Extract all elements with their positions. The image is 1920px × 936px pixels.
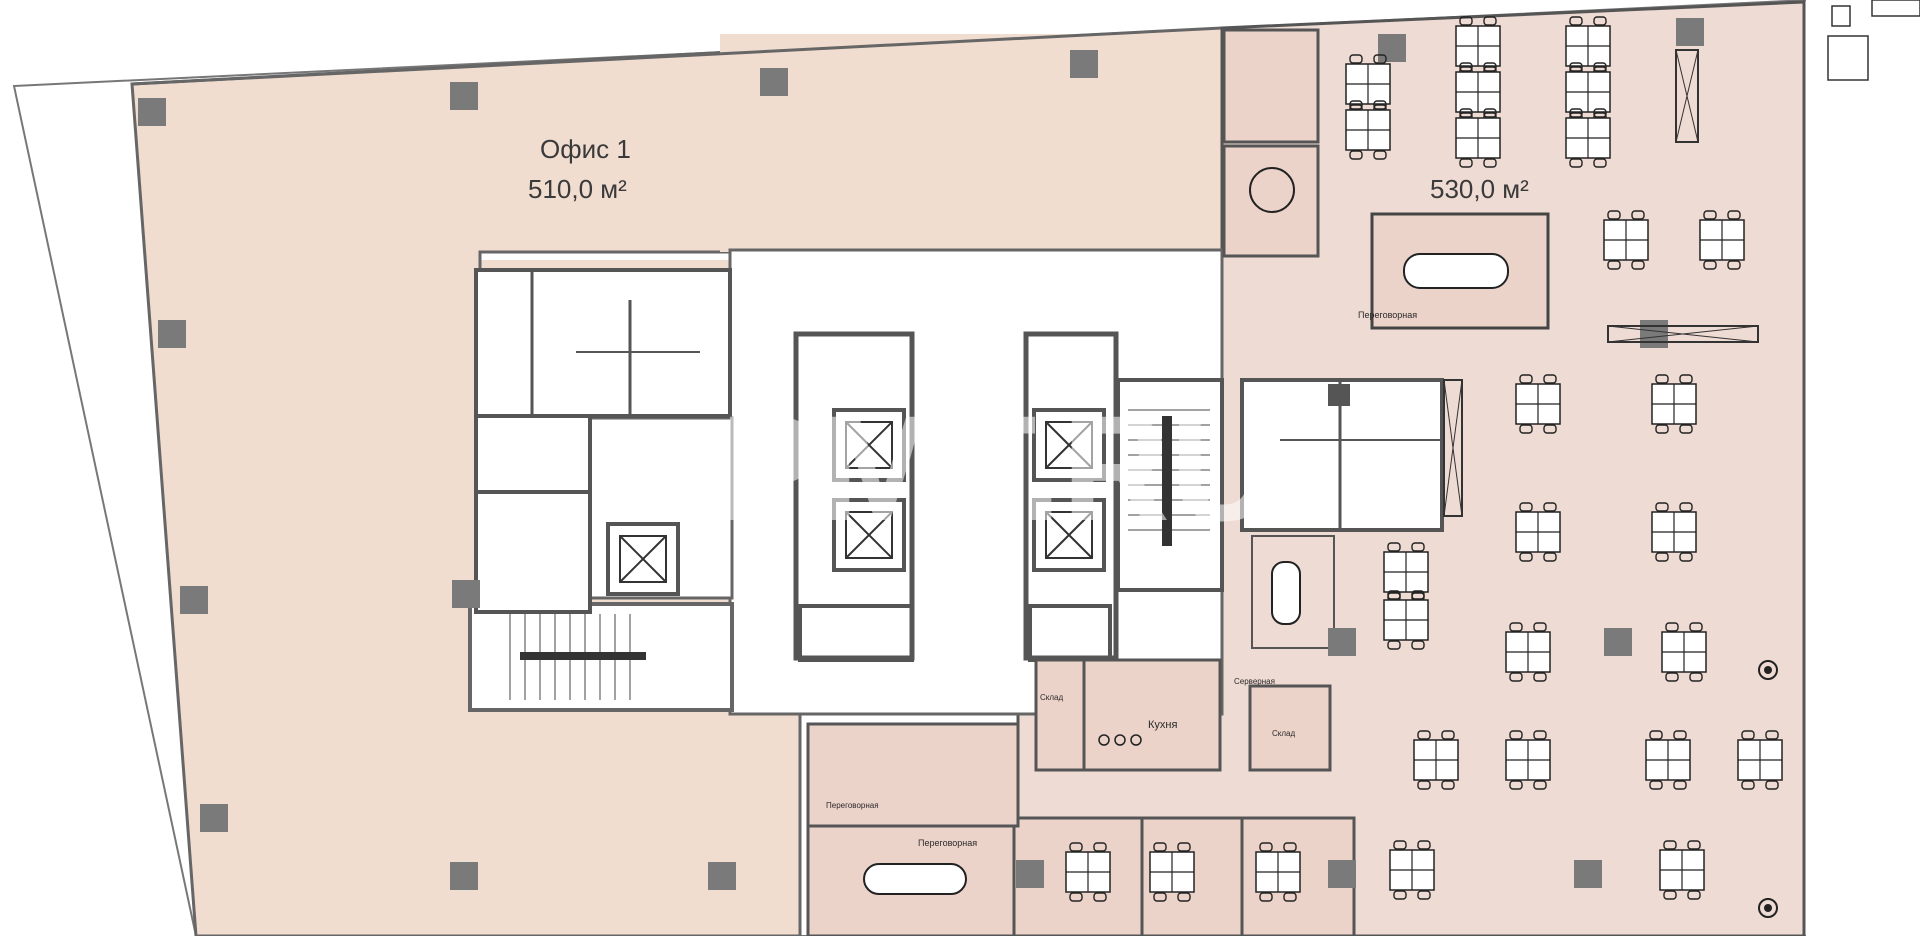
desk-cluster [1383, 590, 1429, 650]
column [450, 82, 478, 110]
desk-cluster [1515, 502, 1561, 562]
rack [1443, 379, 1463, 517]
column [452, 580, 480, 608]
desk-cluster [1651, 374, 1697, 434]
column [450, 862, 478, 890]
desk-cluster [1505, 622, 1551, 682]
column [1640, 320, 1668, 348]
label-kitchen: Кухня [1148, 719, 1177, 731]
column [1016, 860, 1044, 888]
label-meeting-room-bottom: Переговорная [918, 838, 977, 848]
desk-cluster [1455, 62, 1501, 122]
desk-cluster [1565, 16, 1611, 76]
desk-cluster [1651, 502, 1697, 562]
elevator-5 [606, 522, 680, 596]
desk-cluster [1565, 62, 1611, 122]
desk-cluster [1345, 100, 1391, 160]
desk-cluster [1603, 210, 1649, 270]
column [1574, 860, 1602, 888]
desk-cluster [1661, 622, 1707, 682]
column [1676, 18, 1704, 46]
exterior-strip [1806, 0, 1920, 936]
desk-cluster [1455, 16, 1501, 76]
desk-cluster [1455, 108, 1501, 168]
desk-cluster [1659, 840, 1705, 900]
column [158, 320, 186, 348]
desk-cluster [1645, 730, 1691, 790]
desk-cluster [1149, 842, 1195, 902]
desk-cluster [1255, 842, 1301, 902]
label-storage-1: Склад [1040, 693, 1063, 702]
reception-area [806, 722, 1020, 828]
wc-office-1 [474, 268, 732, 418]
label-storage-2: Склад [1272, 729, 1295, 738]
office-room-top-2 [1222, 144, 1320, 258]
label-technical: Серверная [1234, 677, 1275, 686]
stair-central-steps [1128, 409, 1210, 546]
column [760, 68, 788, 96]
office-1-area-value: 510,0 м² [528, 174, 627, 204]
office-1-area-top [720, 34, 1222, 252]
desk-cluster [1413, 730, 1459, 790]
column [200, 804, 228, 832]
desk-cluster [1065, 842, 1111, 902]
label-meeting-room-top: Переговорная [1358, 310, 1417, 320]
desk-cluster [1389, 840, 1435, 900]
column [1378, 34, 1406, 62]
label-meeting-room-left: Переговорная [826, 801, 879, 810]
stair-left-steps [509, 614, 646, 700]
office-1-name: Офис 1 [540, 134, 631, 164]
desk-cluster [1515, 374, 1561, 434]
rack [1675, 49, 1699, 143]
column [180, 586, 208, 614]
storage-1 [1034, 658, 1086, 772]
storage-2 [1248, 684, 1332, 772]
desk-cluster [1565, 108, 1611, 168]
kitchen [1082, 658, 1222, 772]
column [708, 862, 736, 890]
rack [1607, 325, 1759, 343]
desk-cluster [1383, 542, 1429, 602]
office-2-area-value: 530,0 м² [1430, 174, 1529, 204]
column [1328, 860, 1356, 888]
desk-cluster [1505, 730, 1551, 790]
desk-cluster [1699, 210, 1745, 270]
column [138, 98, 166, 126]
column [1070, 50, 1098, 78]
office-room-top-1 [1222, 28, 1320, 144]
column [1604, 628, 1632, 656]
desk-cluster [1345, 54, 1391, 114]
column [1328, 628, 1356, 656]
watermark: PMT.RU [720, 384, 1278, 552]
desk-cluster [1737, 730, 1783, 790]
